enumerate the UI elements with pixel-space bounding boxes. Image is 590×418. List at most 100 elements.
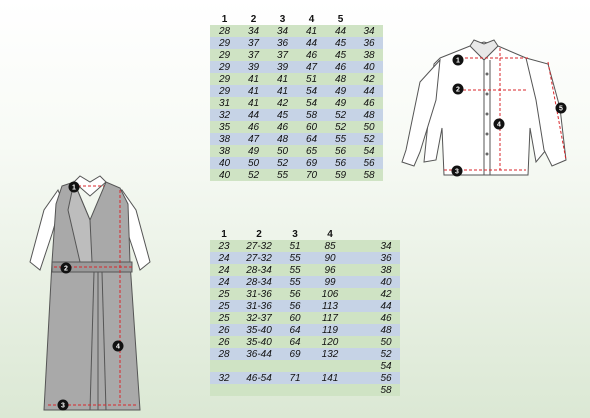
table-cell: 52 <box>268 157 297 169</box>
table-cell: 29 <box>210 61 239 73</box>
svg-text:4: 4 <box>116 344 120 351</box>
table-cell: 55 <box>280 264 310 276</box>
table-cell: 64 <box>297 133 326 145</box>
table-cell <box>350 252 372 264</box>
table-cell: 25 <box>210 312 238 324</box>
column-header: 4 <box>327 228 333 240</box>
table-cell: 56 <box>326 157 355 169</box>
table-cell: 28-34 <box>238 264 280 276</box>
table-cell: 27-32 <box>238 252 280 264</box>
table-cell: 45 <box>326 49 355 61</box>
table-cell: 60 <box>280 312 310 324</box>
table-cell: 54 <box>297 85 326 97</box>
table-cell: 49 <box>326 85 355 97</box>
table-cell: 46-54 <box>238 372 280 384</box>
table-cell: 49 <box>239 145 268 157</box>
table-cell: 38 <box>210 145 239 157</box>
table-cell: 41 <box>239 85 268 97</box>
table-cell: 58 <box>372 384 400 396</box>
svg-text:2: 2 <box>64 266 68 273</box>
table-cell: 37 <box>268 49 297 61</box>
blouse-left-sleeve <box>29 188 63 271</box>
table-cell: 29 <box>210 49 239 61</box>
table-cell: 41 <box>297 25 326 37</box>
pinafore-marker-1: 1 <box>68 181 80 193</box>
table-cell: 54 <box>372 360 400 372</box>
table-cell: 37 <box>239 37 268 49</box>
table-cell: 55 <box>326 133 355 145</box>
table-cell: 141 <box>310 372 350 384</box>
table-cell: 29 <box>210 37 239 49</box>
table-cell <box>310 360 350 372</box>
svg-text:2: 2 <box>456 87 460 94</box>
table-cell: 46 <box>239 121 268 133</box>
table-cell: 26 <box>210 324 238 336</box>
table-cell: 38 <box>372 264 400 276</box>
table-cell: 32 <box>210 372 238 384</box>
table-cell: 56 <box>355 157 383 169</box>
table-cell: 99 <box>310 276 350 288</box>
table-cell: 49 <box>326 97 355 109</box>
table-cell: 69 <box>280 348 310 360</box>
table-cell: 31-36 <box>238 300 280 312</box>
table-cell: 52 <box>326 121 355 133</box>
table-cell: 52 <box>355 133 383 145</box>
table-cell <box>350 372 372 384</box>
table-cell: 120 <box>310 336 350 348</box>
table-cell: 42 <box>355 73 383 85</box>
table-cell <box>350 348 372 360</box>
table-cell: 24 <box>210 252 238 264</box>
table-cell <box>350 324 372 336</box>
table-cell: 34 <box>355 25 383 37</box>
table-cell: 27-32 <box>238 240 280 252</box>
table-cell: 46 <box>355 97 383 109</box>
table-cell <box>280 384 310 396</box>
table-cell: 35-40 <box>238 336 280 348</box>
column-header: 1 <box>221 228 227 240</box>
table-cell: 36 <box>268 37 297 49</box>
table-cell: 28 <box>210 348 238 360</box>
table-cell: 54 <box>297 97 326 109</box>
table-cell <box>210 360 238 372</box>
table-cell: 35 <box>210 121 239 133</box>
column-header: 5 <box>337 13 344 25</box>
table-cell: 37 <box>239 49 268 61</box>
pinafore-marker-4: 4 <box>112 340 124 352</box>
column-header: 2 <box>250 13 257 25</box>
table-cell: 47 <box>297 61 326 73</box>
table-cell: 41 <box>239 73 268 85</box>
table-cell: 46 <box>297 49 326 61</box>
table-cell <box>238 384 280 396</box>
table-cell: 24 <box>210 264 238 276</box>
column-header: 2 <box>256 228 262 240</box>
table-cell: 113 <box>310 300 350 312</box>
column-header: 3 <box>279 13 286 25</box>
table-cell: 56 <box>326 145 355 157</box>
table-cell: 46 <box>268 121 297 133</box>
table-cell: 46 <box>372 312 400 324</box>
column-header <box>372 228 400 240</box>
table-cell: 25 <box>210 288 238 300</box>
table-cell: 31-36 <box>238 288 280 300</box>
table-cell: 132 <box>310 348 350 360</box>
table-cell: 42 <box>268 97 297 109</box>
table-cell: 64 <box>280 324 310 336</box>
table-cell: 58 <box>297 109 326 121</box>
pinafore-dress <box>43 181 141 411</box>
shirt-marker-3: 3 <box>451 165 463 177</box>
table-cell <box>350 264 372 276</box>
table-cell: 48 <box>355 109 383 121</box>
column-header: 4 <box>308 13 315 25</box>
